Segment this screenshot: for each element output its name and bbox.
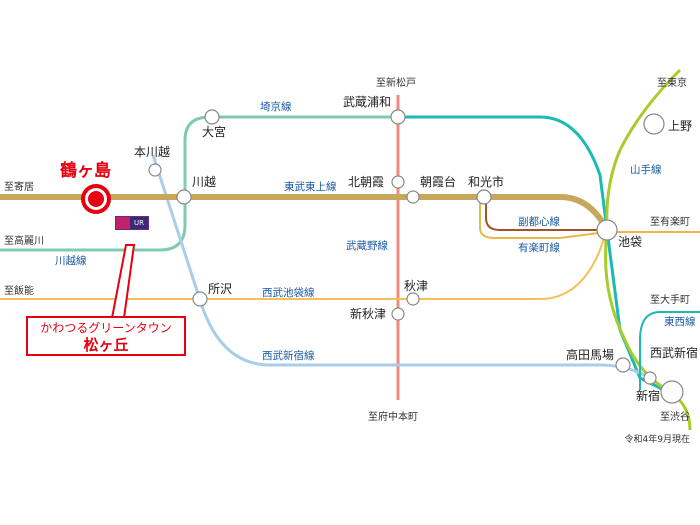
station-wakoshi	[476, 189, 492, 205]
kawagoe-line	[0, 115, 398, 252]
seibu-shinjuku-label: 西武新宿	[650, 345, 698, 360]
station-ueno	[643, 113, 665, 135]
akitsu-label: 秋津	[404, 279, 428, 293]
station-akitsu	[406, 292, 420, 306]
ueno-label: 上野	[668, 119, 692, 133]
saikyo-line	[398, 115, 669, 394]
yamanote-line-label: 山手線	[630, 163, 662, 176]
kawagoe-line-label: 川越線	[55, 254, 87, 267]
asakadai-label: 朝霞台	[420, 174, 456, 189]
station-omiya	[204, 109, 220, 125]
seibu-ikebukuro-line-label: 西武池袋線	[262, 286, 315, 299]
callout-pointer	[110, 244, 136, 319]
tsurugashima-label: 鶴ヶ島	[60, 160, 111, 181]
station-kawagoe	[176, 189, 192, 205]
tobu-tojo-line-label: 東武東上線	[284, 180, 337, 193]
ikebukuro-label: 池袋	[618, 235, 642, 249]
tozai-line	[639, 311, 700, 390]
dir-shin-matsudo: 至新松戸	[376, 76, 416, 89]
dir-tokyo: 至東京	[657, 76, 687, 89]
dir-yurakucho: 至有楽町	[650, 215, 690, 228]
station-asakadai	[406, 190, 420, 204]
dir-otemachi: 至大手町	[650, 293, 690, 306]
ur-logo: UR	[115, 216, 149, 230]
station-seibu-shinjuku	[643, 371, 657, 385]
dir-hanno: 至飯能	[4, 284, 34, 297]
tozai-line-label: 東西線	[664, 315, 696, 328]
ur-logo-mark	[116, 217, 130, 229]
kita-asaka-label: 北朝霞	[348, 175, 384, 189]
callout-line1: かわつるグリーンタウン	[40, 321, 172, 335]
station-shinjuku	[660, 380, 684, 404]
station-honkawagoe	[148, 163, 162, 177]
shinjuku-label: 新宿	[636, 388, 660, 403]
yurakucho-line-label: 有楽町線	[518, 241, 560, 254]
musashi-urawa-label: 武蔵浦和	[343, 95, 391, 109]
honkawagoe-label: 本川越	[134, 145, 170, 159]
tokorozawa-label: 所沢	[208, 282, 232, 296]
tsurugashima-marker-inner	[88, 191, 104, 207]
omiya-label: 大宮	[202, 124, 226, 139]
seibu-shinjuku-line-label: 西武新宿線	[262, 349, 315, 362]
dir-fuchu-hommachi: 至府中本町	[368, 410, 418, 423]
seibu-ikebukuro-line	[0, 229, 608, 300]
station-takadanobaba	[615, 357, 631, 373]
station-tokorozawa	[192, 291, 208, 307]
station-ikebukuro	[596, 219, 618, 241]
property-callout: かわつるグリーンタウン 松ヶ丘	[26, 316, 186, 356]
fukutoshin-line	[485, 198, 607, 231]
ur-logo-text: UR	[130, 217, 148, 229]
station-kita-asaka	[391, 175, 405, 189]
wakoshi-label: 和光市	[468, 174, 504, 189]
saikyo-line-label: 埼京線	[260, 100, 292, 113]
takadanobaba-label: 高田馬場	[566, 347, 614, 362]
date-note: 令和4年9月現在	[624, 435, 690, 445]
dir-koma: 至高麗川	[4, 234, 44, 247]
dir-yorii: 至寄居	[4, 180, 34, 193]
callout-line2: 松ヶ丘	[83, 336, 129, 354]
dir-shibuya: 至渋谷	[660, 410, 690, 423]
station-shin-akitsu	[391, 307, 405, 321]
fukutoshin-line-label: 副都心線	[518, 215, 560, 228]
shin-akitsu-label: 新秋津	[350, 306, 386, 321]
yurakucho-line	[479, 198, 700, 239]
station-musashi-urawa	[390, 109, 406, 125]
musashino-line-label: 武蔵野線	[346, 239, 388, 252]
kawagoe-label: 川越	[192, 175, 216, 189]
